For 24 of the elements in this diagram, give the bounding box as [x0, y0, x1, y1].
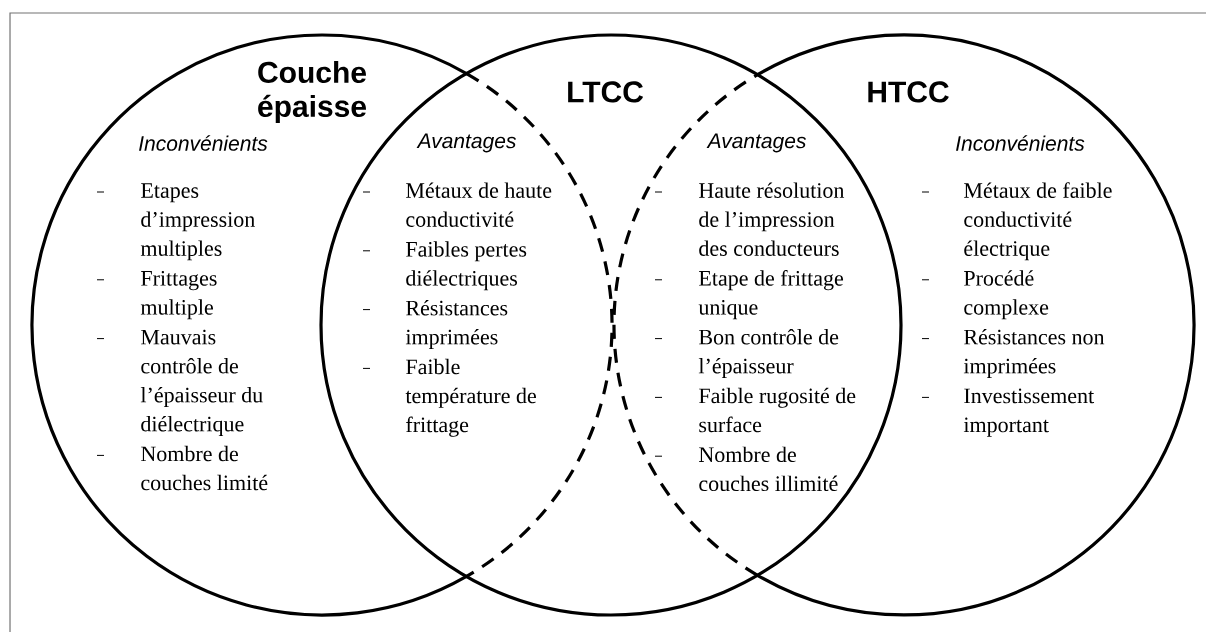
list-item: Nombre de couches illimité [699, 446, 838, 492]
list-item: Faibles pertes diélectriques [406, 241, 527, 291]
list-item: Etapes d’impression multiples [140, 183, 255, 261]
column-heading: Avantages [416, 133, 516, 153]
list-item: Etape de frittage unique [698, 270, 844, 320]
list-item: Procédé complexe [964, 270, 1049, 320]
list-item: Investissement important [963, 388, 1095, 437]
list-item: Métaux de faible conductivité électrique [964, 182, 1112, 261]
circle-title: Couche épaisse [258, 61, 366, 123]
list-item: Bon contrôle de l’épaisseur [698, 329, 839, 378]
list-item: Mauvais contrôle de l’épaisseur du diélectrique [140, 329, 263, 436]
circle-title: LTCC [568, 81, 644, 103]
list-item: Nombre de couches limité [141, 445, 268, 491]
list-item: Frittages multiple [140, 270, 217, 320]
circle-title: HTCC [868, 81, 949, 103]
list-item: Résistances non imprimées [963, 329, 1105, 378]
list-item: Faible température de frittage [405, 358, 536, 437]
list-item: Résistances imprimées [405, 300, 508, 349]
column-heading: Inconvénients [139, 135, 268, 151]
list-item: Métaux de haute conductivité [406, 182, 552, 227]
list-item: Faible rugosité de surface [699, 387, 856, 433]
column-heading: Inconvénients [956, 135, 1085, 151]
list-item: Haute résolution de l’impression des conducteurs [699, 182, 845, 256]
column-heading: Avantages [706, 133, 806, 153]
